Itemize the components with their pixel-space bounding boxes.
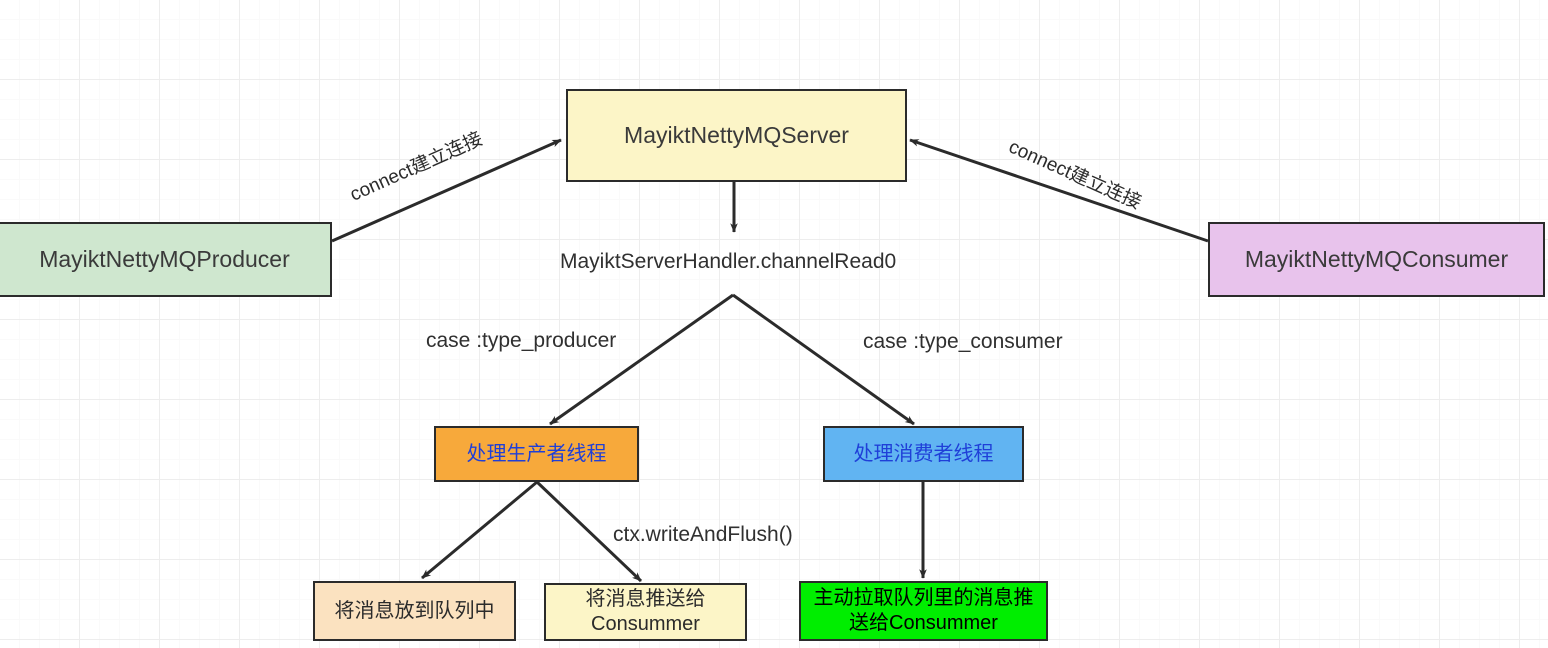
- node-label: 将消息推送给 Consummer: [585, 588, 706, 635]
- node-mayikt-netty-mq-server[interactable]: MayiktNettyMQServer: [566, 89, 907, 182]
- node-mayikt-netty-mq-producer[interactable]: MayiktNettyMQProducer: [0, 222, 332, 297]
- node-label: MayiktNettyMQServer: [624, 122, 849, 149]
- node-label: 处理消费者线程: [853, 442, 994, 465]
- edge-producer-thread-to-push: [535, 480, 643, 583]
- label-case-consumer: case :type_consumer: [863, 330, 1063, 353]
- node-label: MayiktNettyMQConsumer: [1244, 246, 1509, 273]
- label-ctx-write-and-flush: ctx.writeAndFlush(): [613, 523, 793, 546]
- label-case-producer: case :type_producer: [426, 329, 617, 352]
- node-label: 主动拉取队列里的消息推 送给Consummer: [813, 587, 1034, 634]
- node-push-message-to-consumer[interactable]: 将消息推送给 Consummer: [544, 583, 747, 641]
- edge-consumer-to-server: [909, 138, 1209, 243]
- node-put-message-to-queue[interactable]: 将消息放到队列中: [313, 581, 516, 641]
- edge-handler-to-consumer-thread: [732, 293, 915, 426]
- edge-producer-thread-to-queue: [421, 480, 538, 580]
- edge-producer-to-server: [331, 138, 562, 243]
- node-label: MayiktNettyMQProducer: [39, 246, 290, 273]
- node-mayikt-netty-mq-consumer[interactable]: MayiktNettyMQConsumer: [1208, 222, 1545, 297]
- node-producer-thread[interactable]: 处理生产者线程: [434, 426, 639, 482]
- node-label: 处理生产者线程: [466, 442, 607, 465]
- node-pull-message-to-consumer[interactable]: 主动拉取队列里的消息推 送给Consummer: [799, 581, 1048, 641]
- node-label: 将消息放到队列中: [334, 599, 495, 622]
- label-server-handler: MayiktServerHandler.channelRead0: [560, 250, 897, 273]
- edge-handler-to-producer-thread: [549, 293, 734, 426]
- node-consumer-thread[interactable]: 处理消费者线程: [823, 426, 1024, 482]
